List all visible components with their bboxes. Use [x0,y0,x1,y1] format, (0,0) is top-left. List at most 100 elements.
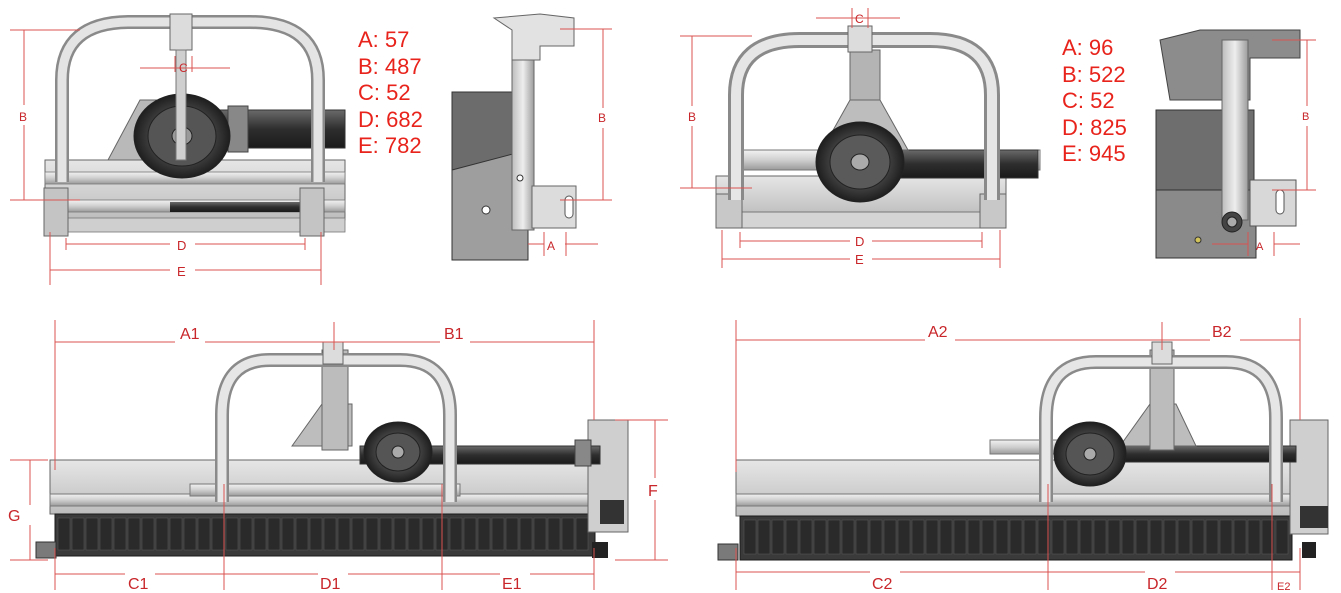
rotor-tooth [883,519,897,555]
dim-label-e: E [177,264,186,279]
spec-b: B: 487 [358,53,422,79]
rotor-tooth [1247,519,1261,555]
dim-label-c1: C1 [128,576,149,593]
spec-c: C: 52 [358,80,411,105]
rotor-tooth [407,517,421,551]
rotor-tooth [995,519,1009,555]
dim-label-b: B [688,110,696,124]
dim-label-c: C [179,61,188,75]
rotor-tooth [225,517,239,551]
spec-e: E: 945 [1062,141,1126,166]
rotor-teeth [57,517,589,551]
rotor-tooth [841,519,855,555]
rotor-tooth [155,517,169,551]
rotor-tooth [71,517,85,551]
top-right-side-view: B A [1155,29,1316,259]
rotor-tooth [1233,519,1247,555]
rotor-tooth [1177,519,1191,555]
rotor-tooth [1275,519,1289,555]
rotor-tooth [519,517,533,551]
bottom-right-rear-view: A2 B2 C2 D2 E2 [717,318,1329,593]
rotor-tooth [911,519,925,555]
rotor-tooth [897,519,911,555]
rotor-tooth [561,517,575,551]
dim-label-a2: A2 [928,324,948,341]
dim-label-a: A [1256,241,1264,253]
rotor-tooth [757,519,771,555]
rotor-tooth [1037,519,1051,555]
rotor-tooth [771,519,785,555]
rotor-tooth [939,519,953,555]
spec-b: B: 522 [1062,61,1126,87]
rotor-tooth [575,517,589,551]
rotor-tooth [267,517,281,551]
rotor-tooth [57,517,71,551]
rotor-tooth [855,519,869,555]
rotor-tooth [379,517,393,551]
dim-label-e2: E2 [1277,581,1290,593]
rotor-tooth [1009,519,1023,555]
rotor-tooth [981,519,995,555]
rotor-tooth [1023,519,1037,555]
spec-list-left: A: 57 B: 487 C: 52 D: 682 E: 782 [358,27,423,160]
rotor-tooth [785,519,799,555]
rotor-tooth [183,517,197,551]
rotor-tooth [1205,519,1219,555]
rotor-tooth [1093,519,1107,555]
rotor-tooth [505,517,519,551]
rotor-tooth [477,517,491,551]
rotor-tooth [1121,519,1135,555]
top-right-front-view: B C D E [680,8,1041,268]
rotor-tooth [1107,519,1121,555]
rotor-tooth [253,517,267,551]
rotor-tooth [99,517,113,551]
top-left-front-view: B C D E [10,13,346,285]
rotor-tooth [547,517,561,551]
rotor-tooth [1065,519,1079,555]
rotor-tooth [197,517,211,551]
rotor-tooth [1079,519,1093,555]
rotor-tooth [393,517,407,551]
dim-label-e1: E1 [502,576,522,593]
rotor-tooth [85,517,99,551]
dim-label-e: E [855,252,864,267]
spec-c: C: 52 [1062,88,1115,113]
spec-e: E: 782 [358,133,422,158]
spec-d: D: 682 [358,106,423,132]
dim-label-b: B [19,110,27,124]
rotor-tooth [1149,519,1163,555]
dim-label-d2: D2 [1147,576,1168,593]
rotor-tooth [869,519,883,555]
dim-label-b-side: B [598,111,606,125]
rotor-tooth [925,519,939,555]
rotor-tooth [1163,519,1177,555]
rotor-tooth [1261,519,1275,555]
rotor-tooth [169,517,183,551]
rotor-tooth [463,517,477,551]
dim-label-b2: B2 [1212,324,1232,341]
rotor-tooth [309,517,323,551]
rotor-tooth [953,519,967,555]
spec-a: A: 96 [1062,35,1114,60]
rotor-tooth [295,517,309,551]
rotor-tooth [813,519,827,555]
rotor-tooth [533,517,547,551]
rotor-tooth [127,517,141,551]
dim-label-d1: D1 [320,576,341,593]
rotor-tooth [421,517,435,551]
rotor-tooth [1051,519,1065,555]
rotor-tooth [799,519,813,555]
rotor-tooth [1191,519,1205,555]
rotor-tooth [323,517,337,551]
dim-label-a1: A1 [180,326,200,343]
dim-label-g: G [8,508,20,525]
rotor-tooth [967,519,981,555]
dim-label-a: A [547,239,555,253]
spec-list-right: A: 96 B: 522 C: 52 D: 825 E: 945 [1062,35,1127,168]
dim-label-f: F [648,483,658,500]
spec-a: A: 57 [358,27,410,52]
dim-label-c2: C2 [872,576,893,593]
rotor-tooth [281,517,295,551]
rotor-tooth [239,517,253,551]
